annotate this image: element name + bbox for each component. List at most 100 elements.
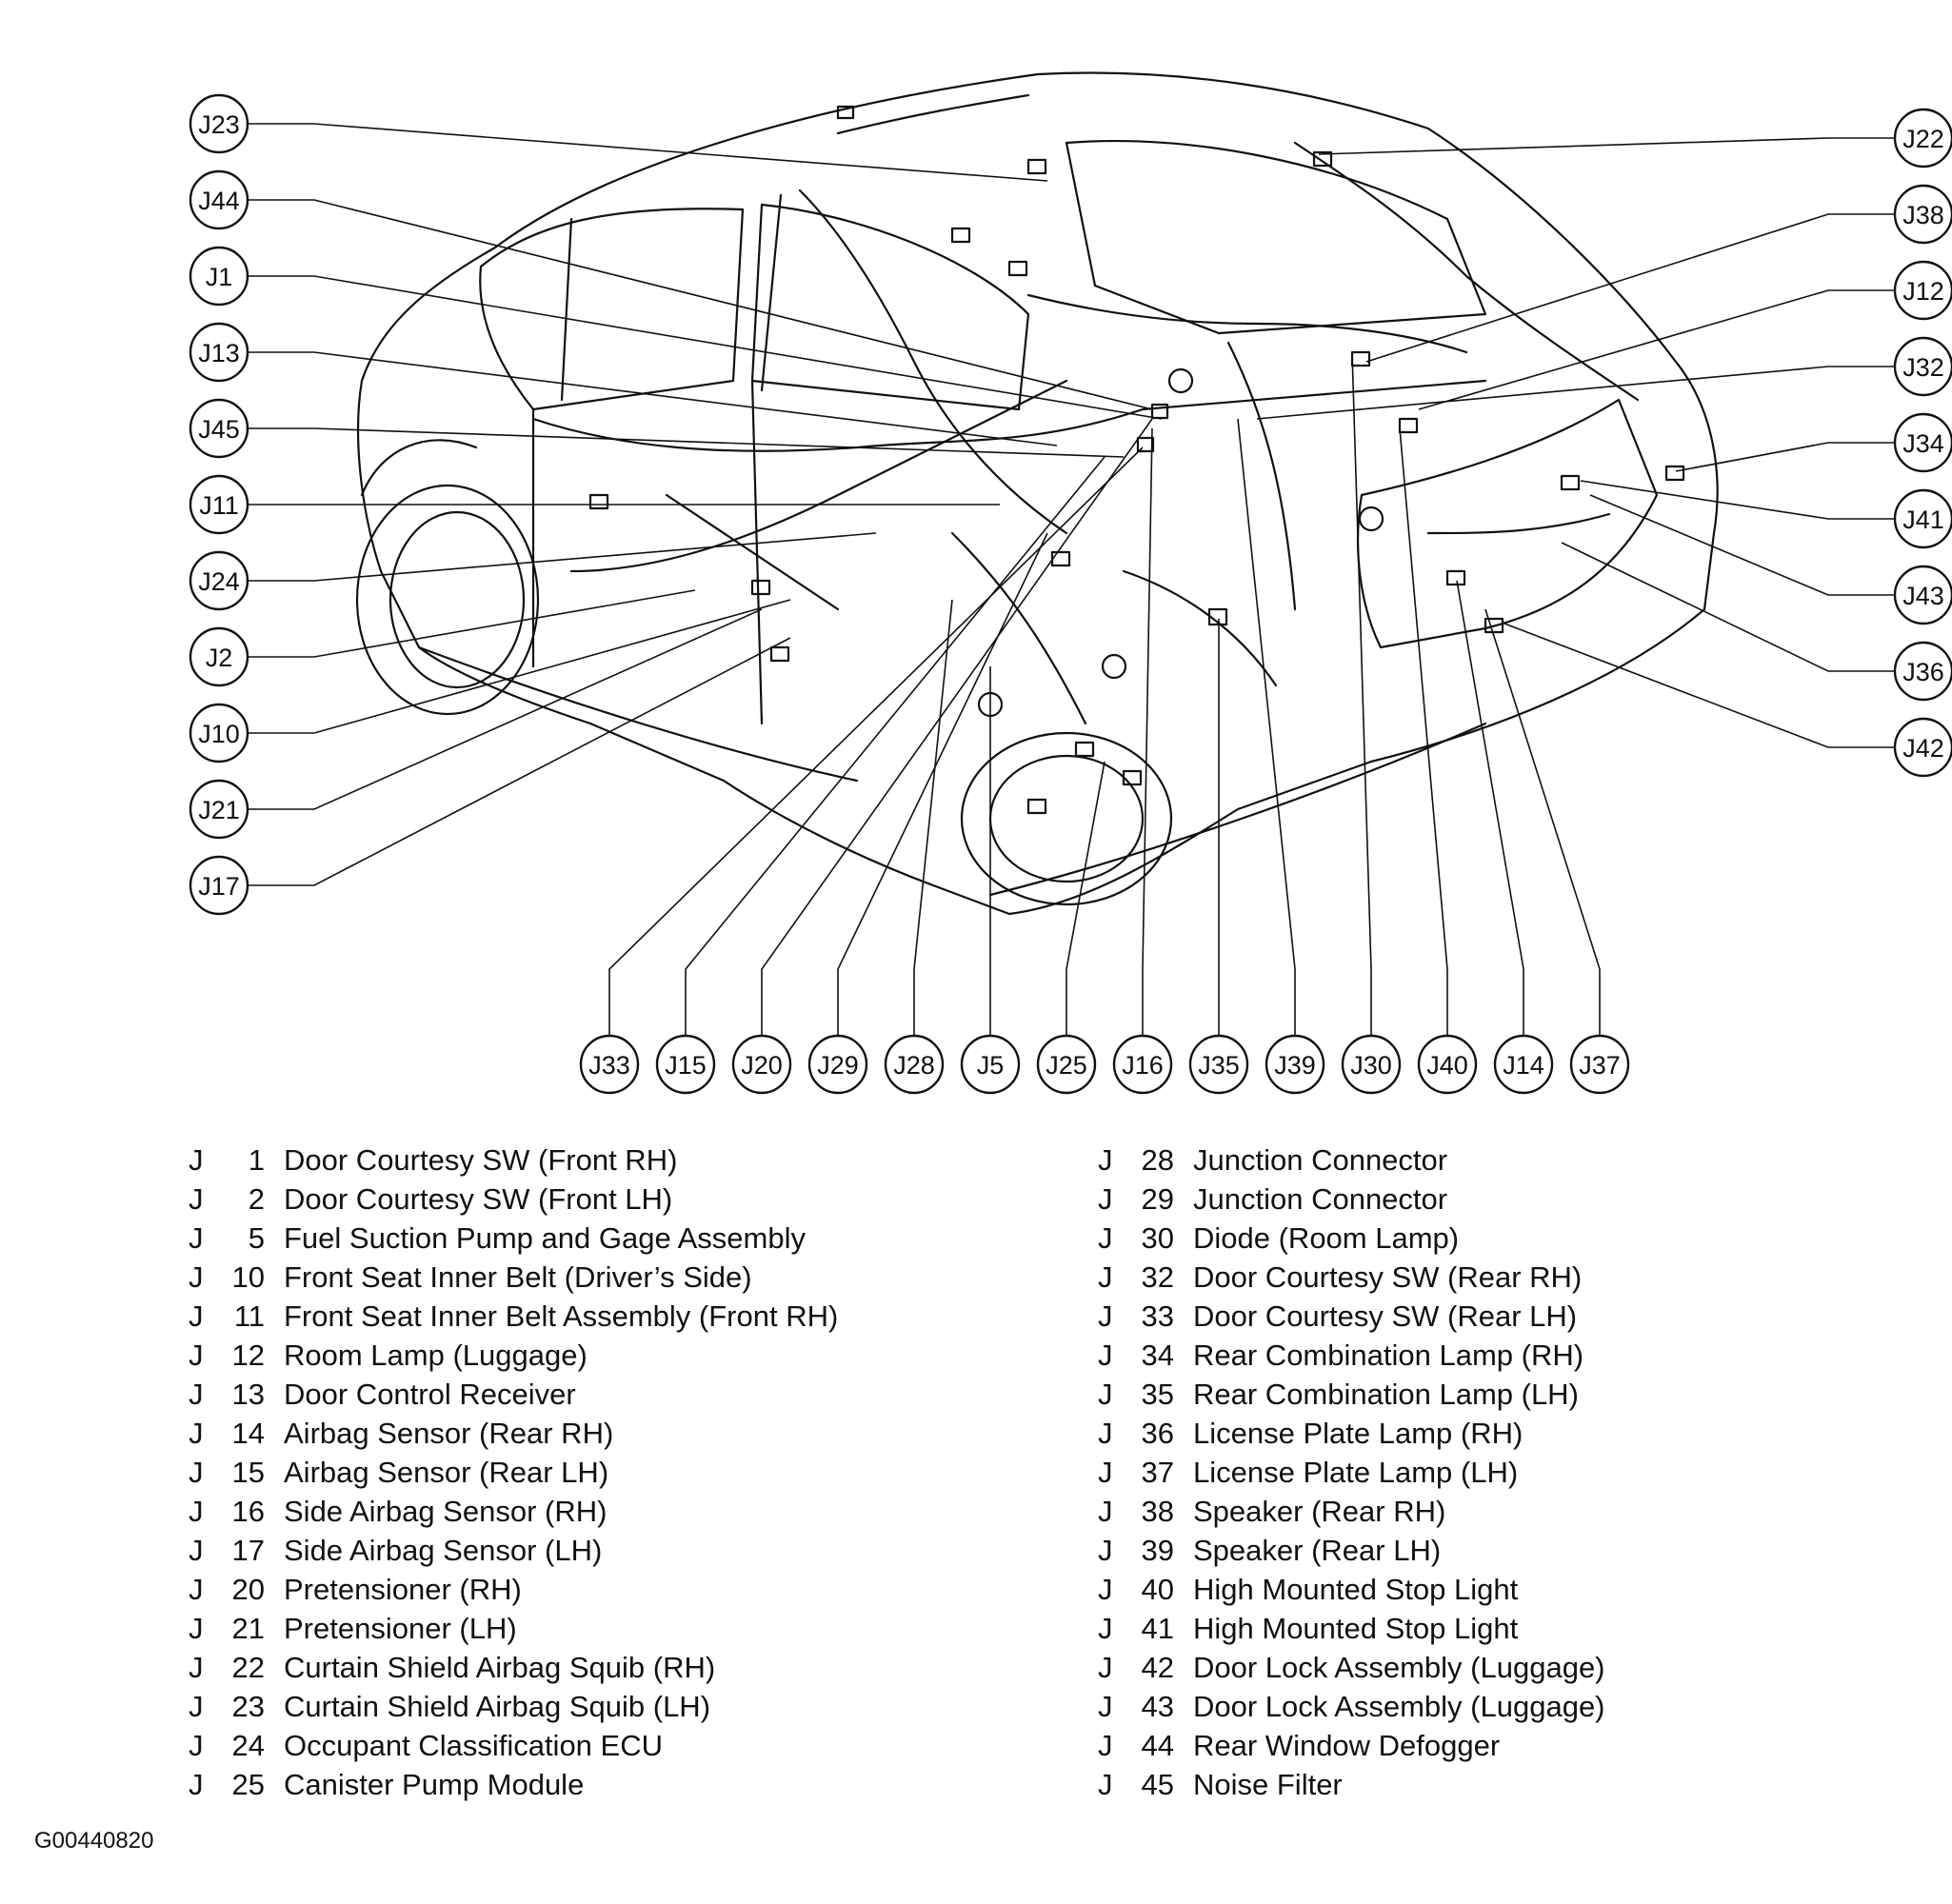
callout-circle	[1893, 641, 1952, 702]
callout-label: J17	[198, 872, 240, 901]
legend-number: 10	[231, 1260, 265, 1294]
leader-line	[1365, 213, 1895, 363]
legend-description: Rear Combination Lamp (RH)	[1193, 1339, 1584, 1372]
legend-number: 15	[231, 1456, 265, 1489]
legend-description: Door Lock Assembly (Luggage)	[1193, 1651, 1605, 1684]
legend-prefix: J	[1098, 1378, 1113, 1411]
legend-description: Curtain Shield Airbag Squib (LH)	[284, 1690, 711, 1723]
leader-line	[248, 599, 791, 734]
callout-circle	[960, 1034, 1021, 1095]
callout-label: J10	[198, 720, 240, 748]
callout-label: J13	[198, 339, 240, 367]
legend-description: Airbag Sensor (Rear RH)	[284, 1417, 614, 1450]
legend-number: 36	[1141, 1417, 1174, 1450]
legend-description: Rear Combination Lamp (LH)	[1193, 1378, 1579, 1411]
legend-number: 37	[1141, 1456, 1174, 1489]
callout-markers: J23J44J1J13J45J11J24J2J10J21J17J22J38J12…	[189, 93, 1952, 1095]
callout-label: J39	[1274, 1051, 1316, 1080]
legend-prefix: J	[189, 1339, 204, 1372]
legend-description: Noise Filter	[1193, 1768, 1343, 1801]
callout-circle	[189, 550, 249, 611]
legend-prefix: J	[1098, 1534, 1113, 1567]
callout-circle	[1341, 1034, 1402, 1095]
legend-prefix: J	[1098, 1456, 1113, 1489]
callout-label: J12	[1902, 277, 1944, 306]
leader-line	[248, 351, 1058, 446]
legend-number: 5	[248, 1221, 265, 1255]
callout-j17: J17	[189, 855, 249, 916]
callout-j24: J24	[189, 550, 249, 611]
legend-description: Pretensioner (RH)	[284, 1573, 522, 1606]
callout-circle	[189, 246, 249, 307]
legend-row: J 37 License Plate Lamp (LH)	[1098, 1453, 1605, 1492]
legend-number: 20	[231, 1573, 265, 1606]
legend-description: Canister Pump Module	[284, 1768, 585, 1801]
callout-label: J15	[665, 1051, 707, 1080]
legend-number: 39	[1141, 1534, 1174, 1567]
legend-description: License Plate Lamp (LH)	[1193, 1456, 1519, 1489]
callout-circle	[1893, 412, 1952, 473]
legend-prefix: J	[189, 1729, 204, 1762]
leader-line	[248, 589, 696, 658]
leader-line	[837, 532, 1048, 1036]
legend-prefix: J	[189, 1182, 204, 1216]
leader-line	[1237, 418, 1296, 1036]
legend-prefix: J	[189, 1456, 204, 1489]
legend-prefix: J	[1098, 1573, 1113, 1606]
callout-circle	[1417, 1034, 1478, 1095]
callout-label: J29	[817, 1051, 859, 1080]
legend-number: 11	[233, 1299, 265, 1333]
callout-circle	[1893, 565, 1952, 625]
legend-prefix: J	[1098, 1417, 1113, 1450]
callout-circle	[189, 855, 249, 916]
legend-description: License Plate Lamp (RH)	[1193, 1417, 1524, 1450]
legend-number: 13	[231, 1378, 265, 1411]
callout-label: J34	[1902, 429, 1944, 458]
callout-j16: J16	[1112, 1034, 1173, 1095]
leader-line	[1318, 137, 1895, 155]
legend-prefix: J	[189, 1221, 204, 1255]
legend-prefix: J	[1098, 1182, 1113, 1216]
callout-circle	[1893, 717, 1952, 778]
legend-description: Door Courtesy SW (Rear RH)	[1193, 1260, 1583, 1294]
legend-number: 28	[1141, 1143, 1174, 1177]
legend-prefix: J	[189, 1378, 204, 1411]
legend-description: Rear Window Defogger	[1193, 1729, 1501, 1762]
legend-prefix: J	[1098, 1299, 1113, 1333]
legend-number: 33	[1141, 1299, 1174, 1333]
legend-description: Door Courtesy SW (Front LH)	[284, 1182, 673, 1216]
legend-prefix: J	[189, 1768, 204, 1801]
legend-prefix: J	[1098, 1612, 1113, 1645]
leader-line	[1675, 442, 1895, 472]
legend-description: Junction Connector	[1193, 1143, 1448, 1177]
callout-circle	[807, 1034, 868, 1095]
leader-line	[1589, 494, 1895, 596]
callout-j39: J39	[1265, 1034, 1325, 1095]
legend-prefix: J	[189, 1612, 204, 1645]
callout-j35: J35	[1188, 1034, 1249, 1095]
legend-description: Junction Connector	[1193, 1182, 1448, 1216]
callout-circle	[1569, 1034, 1630, 1095]
callout-circle	[189, 322, 249, 383]
legend-description: Curtain Shield Airbag Squib (RH)	[284, 1651, 716, 1684]
leader-line	[1142, 427, 1153, 1036]
callout-j14: J14	[1493, 1034, 1554, 1095]
leader-line	[1351, 351, 1372, 1036]
legend-number: 30	[1141, 1221, 1174, 1255]
legend-description: Room Lamp (Luggage)	[284, 1339, 588, 1372]
legend-number: 42	[1141, 1651, 1174, 1684]
legend-prefix: J	[1098, 1495, 1113, 1528]
legend-prefix: J	[189, 1260, 204, 1294]
